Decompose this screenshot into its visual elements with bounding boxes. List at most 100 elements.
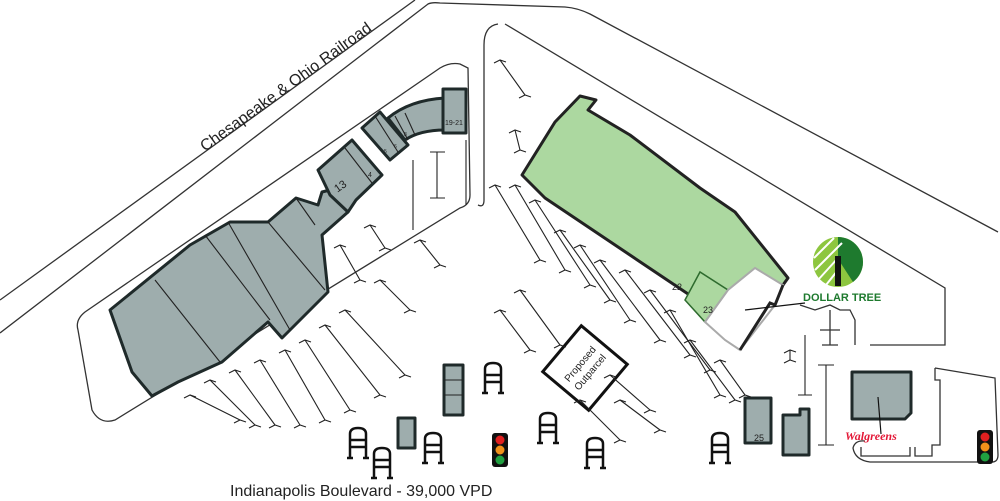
west-lot-boundary xyxy=(76,62,471,422)
parking-end-cap xyxy=(713,359,752,399)
parking-row-line xyxy=(419,239,441,266)
parking-end-cap xyxy=(278,349,332,424)
dollar-tree-border xyxy=(738,284,785,351)
parking-row-line xyxy=(499,309,531,351)
unit-23-label: 23 xyxy=(703,305,713,315)
east-boundary xyxy=(504,23,946,346)
parking-row-line xyxy=(669,309,721,396)
parking-row-line xyxy=(579,399,621,441)
parking-row-line xyxy=(259,359,301,426)
unit-22-label: 22 xyxy=(672,282,682,292)
parking-end-cap xyxy=(663,309,727,399)
parking-row-line xyxy=(609,374,651,411)
dollar-tree-logo: DOLLAR TREE xyxy=(803,237,881,304)
unit-8-label: 8 xyxy=(404,132,407,138)
outbuilding-center-divider xyxy=(444,379,463,396)
parking-end-cap xyxy=(363,224,392,252)
parking-row-line xyxy=(189,394,241,421)
walgreens-lot-boundary xyxy=(852,367,999,463)
dollar-tree-label: DOLLAR TREE xyxy=(803,292,881,304)
parking-end-cap xyxy=(228,369,282,429)
parking-end-cap xyxy=(528,199,597,289)
railroad-track-line xyxy=(0,0,416,301)
parking-end-cap xyxy=(183,394,247,424)
parking-end-cap xyxy=(493,309,537,354)
parking-row-line xyxy=(579,244,631,321)
unit-5-label: 5 xyxy=(384,149,387,155)
unit-19-21-label: 19-21 xyxy=(445,120,463,127)
pylon-sign-icon xyxy=(537,411,559,445)
outer-boundary-right xyxy=(477,23,499,207)
parking-row-line xyxy=(514,129,521,151)
anchor-building-west xyxy=(108,188,350,398)
unit-6-label: 6 xyxy=(394,144,397,150)
road-label: Indianapolis Boulevard - 39,000 VPD xyxy=(230,483,492,500)
traffic-light-icon xyxy=(492,433,508,467)
building-divisions xyxy=(154,197,326,363)
parking-row-line xyxy=(494,184,541,261)
parking-row-line xyxy=(649,289,711,371)
parking-end-cap xyxy=(513,289,567,349)
parking-end-cap xyxy=(508,129,527,154)
parking-row-line xyxy=(324,324,381,396)
walgreens-building xyxy=(850,370,913,421)
parking-row-line xyxy=(519,289,561,346)
parking-row-line xyxy=(369,224,386,249)
unit-13-building xyxy=(316,138,384,214)
parking-end-cap xyxy=(203,379,262,429)
pylon-sign-icon xyxy=(584,436,606,470)
parking-row-line xyxy=(624,269,691,356)
pylon-sign-icon xyxy=(371,446,393,480)
outbuilding-south xyxy=(396,416,417,450)
unit-4-label: 4 xyxy=(368,172,372,179)
outbuilding-center xyxy=(442,363,465,417)
parking-row-line xyxy=(514,184,566,271)
parking-end-cap xyxy=(373,279,417,314)
strip-divisions xyxy=(374,112,416,153)
parking-end-cap xyxy=(613,399,667,434)
parking-row-line xyxy=(499,59,526,96)
parking-row-line xyxy=(534,199,591,286)
parking-end-cap xyxy=(333,244,367,284)
parking-end-cap xyxy=(783,349,797,364)
pylon-signs xyxy=(347,361,731,480)
unit-13-label: 13 xyxy=(332,178,349,195)
walgreens-curb xyxy=(860,368,941,457)
parking-end-cap xyxy=(488,184,547,264)
parking-row-line xyxy=(599,259,661,341)
parking-stalls xyxy=(183,59,797,444)
parking-row-line xyxy=(209,379,256,426)
parking-end-cap xyxy=(683,339,742,404)
traffic-light-icon xyxy=(977,430,993,464)
parking-end-cap xyxy=(413,239,447,269)
walgreens-pointer xyxy=(877,396,882,435)
walgreens-label: Walgreens xyxy=(845,429,897,443)
parking-end-cap xyxy=(573,399,627,444)
parking-end-cap xyxy=(508,184,572,274)
parking-row-line xyxy=(619,399,661,431)
parking-end-cap xyxy=(553,229,617,304)
parking-row-line xyxy=(719,359,746,396)
parking-end-cap xyxy=(573,244,637,324)
outbuilding-east xyxy=(781,407,811,457)
railroad-label: Chesapeake & Ohio Railroad xyxy=(197,20,375,156)
parking-row-line xyxy=(689,339,736,401)
parking-end-cap xyxy=(318,324,387,399)
pylon-sign-icon xyxy=(422,431,444,465)
unit-25-label: 25 xyxy=(754,433,764,443)
parking-row-line xyxy=(234,369,276,426)
parking-islands xyxy=(412,140,834,446)
unit-25-building xyxy=(743,396,773,445)
unit-4-divider xyxy=(344,147,373,184)
parking-row-line xyxy=(284,349,326,421)
parking-end-cap xyxy=(493,59,532,99)
parking-end-cap xyxy=(603,374,657,414)
unit-19-21-building xyxy=(441,87,468,135)
parking-row-line xyxy=(339,244,361,281)
parking-end-cap xyxy=(298,339,357,414)
parking-row-line xyxy=(304,339,351,411)
parking-row-line xyxy=(379,279,411,311)
pylon-sign-icon xyxy=(482,361,504,395)
